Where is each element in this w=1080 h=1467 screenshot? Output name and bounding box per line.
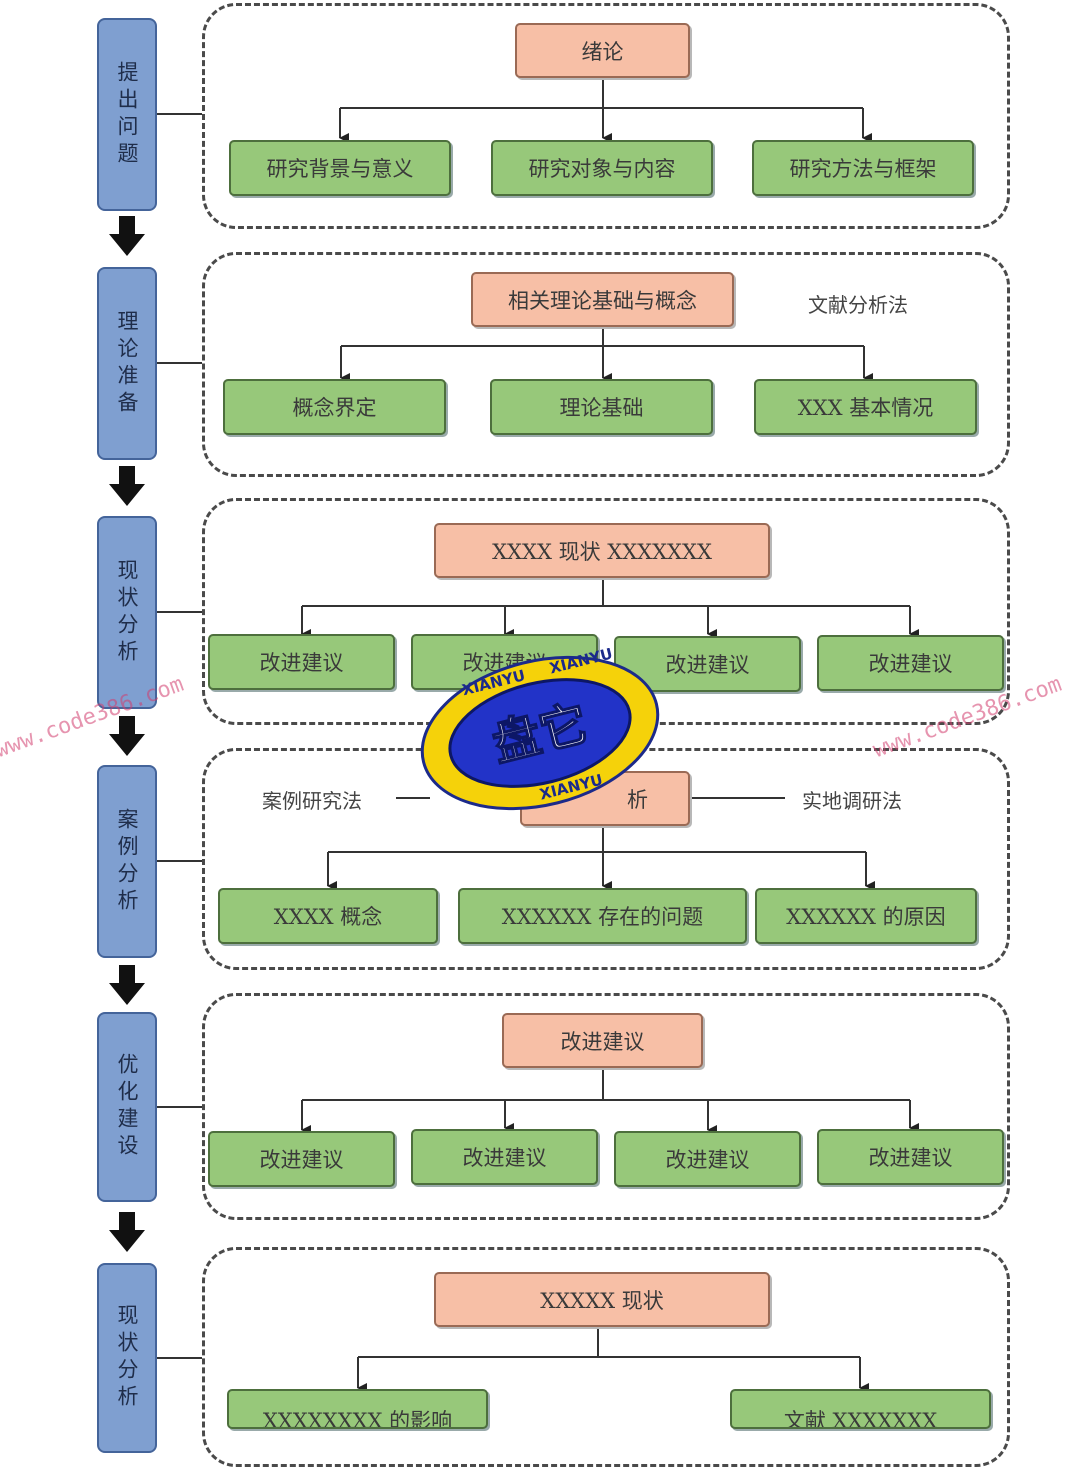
stage-label: 现状分析 bbox=[115, 1304, 139, 1412]
section-5-leaf-4: 改进建议 bbox=[817, 1129, 1004, 1185]
section-2-note: 文献分析法 bbox=[808, 293, 908, 317]
section-2-leaf-3: XXX 基本情况 bbox=[754, 379, 977, 435]
stage-label: 现状分析 bbox=[115, 558, 139, 667]
down-arrow-icon bbox=[109, 216, 145, 256]
down-arrow-icon bbox=[109, 1212, 145, 1252]
section-2-leaf-2: 理论基础 bbox=[490, 379, 713, 435]
section-4-note-right: 实地调研法 bbox=[802, 789, 902, 813]
section-5-leaf-1: 改进建议 bbox=[208, 1131, 395, 1187]
section-1-leaf-1: 研究背景与意义 bbox=[229, 140, 451, 196]
watermark-text: www.code386.com bbox=[0, 671, 187, 764]
section-5-leaf-2: 改进建议 bbox=[411, 1129, 598, 1185]
section-1 bbox=[202, 3, 1010, 229]
section-6-leaf-2: 文献 XXXXXXX bbox=[730, 1389, 991, 1429]
stage-label: 理论准备 bbox=[115, 309, 139, 418]
stage-bar-3: 现状分析 bbox=[97, 516, 157, 709]
section-4-leaf-1: XXXX 概念 bbox=[218, 888, 438, 944]
section-1-head: 绪论 bbox=[515, 23, 690, 78]
down-arrow-icon bbox=[109, 466, 145, 506]
section-1-leaf-2: 研究对象与内容 bbox=[491, 140, 713, 196]
section-3-leaf-1: 改进建议 bbox=[208, 634, 395, 690]
watermark-badge: XIANYU XIANYU XIANYU 盘它 bbox=[420, 648, 660, 811]
section-6-head: XXXXX 现状 bbox=[434, 1272, 770, 1327]
down-arrow-icon bbox=[109, 965, 145, 1005]
stage-bar-6: 现状分析 bbox=[97, 1263, 157, 1453]
section-3-leaf-4: 改进建议 bbox=[817, 635, 1004, 691]
down-arrow-icon bbox=[109, 716, 145, 756]
section-5-head: 改进建议 bbox=[502, 1013, 703, 1068]
section-6-leaf-1: XXXXXXXX 的影响 bbox=[227, 1389, 488, 1429]
section-5-leaf-3: 改进建议 bbox=[614, 1131, 801, 1187]
section-5 bbox=[202, 993, 1010, 1220]
stage-bar-5: 优化建设 bbox=[97, 1012, 157, 1202]
section-3-head: XXXX 现状 XXXXXXX bbox=[434, 523, 770, 578]
stage-label: 优化建设 bbox=[115, 1053, 139, 1161]
stage-bar-2: 理论准备 bbox=[97, 267, 157, 460]
stage-bar-4: 案例分析 bbox=[97, 765, 157, 958]
section-2 bbox=[202, 252, 1010, 477]
section-2-head: 相关理论基础与概念 bbox=[471, 272, 734, 327]
section-1-leaf-3: 研究方法与框架 bbox=[752, 140, 974, 196]
stage-label: 案例分析 bbox=[115, 807, 139, 916]
section-4-leaf-2: XXXXXX 存在的问题 bbox=[458, 888, 747, 944]
section-4-leaf-3: XXXXXX 的原因 bbox=[755, 888, 977, 944]
stage-bar-1: 提出问题 bbox=[97, 18, 157, 211]
stage-label: 提出问题 bbox=[115, 60, 139, 169]
section-2-leaf-1: 概念界定 bbox=[223, 379, 446, 435]
section-4-note-left: 案例研究法 bbox=[262, 789, 362, 813]
